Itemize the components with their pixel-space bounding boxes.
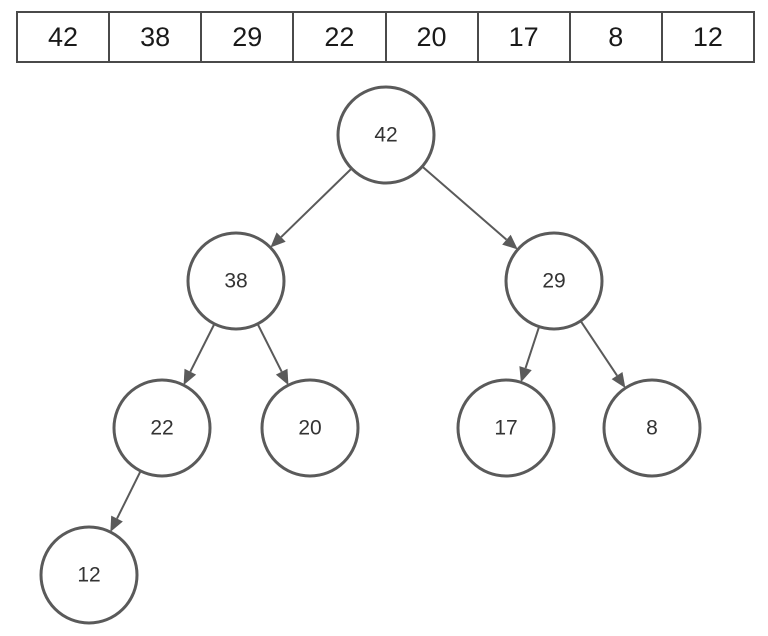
tree-node: 22: [112, 378, 212, 478]
node-label: 38: [224, 270, 247, 293]
edge-n0-n2: [421, 165, 508, 241]
node-label: 20: [298, 417, 321, 440]
array-cell-3: 22: [294, 13, 387, 61]
tree-node: 8: [602, 378, 702, 478]
node-circle: [336, 85, 436, 185]
arrowhead-icon: [275, 368, 289, 386]
array-cell-6: 8: [571, 13, 663, 61]
edge-n0-n1: [280, 167, 353, 238]
tree-node: 38: [186, 231, 286, 331]
nodes-layer: 42 38 29 22 20 17 8 12: [39, 85, 702, 625]
tree-node: 42: [336, 85, 436, 185]
node-label: 8: [646, 417, 658, 440]
tree-node: 17: [456, 378, 556, 478]
array-cell-5: 17: [479, 13, 571, 61]
tree-node: 12: [39, 525, 139, 625]
node-circle: [260, 378, 360, 478]
edge-n1-n4: [256, 323, 283, 373]
edge-n2-n6: [579, 320, 618, 377]
node-circle: [186, 231, 286, 331]
array-cell-2: 29: [202, 13, 295, 61]
node-circle: [504, 231, 604, 331]
edge-n1-n3: [189, 323, 216, 373]
arrowhead-icon: [502, 234, 518, 250]
array-cell-1: 38: [110, 13, 203, 61]
node-label: 22: [150, 417, 173, 440]
array-cell-0: 42: [18, 13, 111, 61]
tree-node: 29: [504, 231, 604, 331]
arrowhead-icon: [183, 368, 197, 386]
arrowhead-icon: [611, 371, 626, 389]
node-circle: [602, 378, 702, 478]
arrowhead-icon: [110, 515, 123, 533]
node-circle: [456, 378, 556, 478]
arrowhead-icon: [519, 366, 532, 383]
tree-node: 20: [260, 378, 360, 478]
node-label: 42: [374, 124, 397, 147]
array-cell-7: 12: [692, 21, 723, 52]
edges-layer: [110, 165, 626, 533]
node-label: 17: [494, 417, 517, 440]
node-label: 29: [542, 270, 565, 293]
node-label: 12: [77, 564, 100, 587]
array-cell-4: 20: [387, 13, 479, 61]
edge-n2-n5: [524, 326, 541, 369]
edge-n3-n7: [116, 470, 142, 520]
node-circle: [112, 378, 212, 478]
arrowhead-icon: [270, 232, 286, 248]
node-circle: [39, 525, 139, 625]
heap-array: 42 38 29 22 20 17 8 12: [16, 11, 755, 63]
